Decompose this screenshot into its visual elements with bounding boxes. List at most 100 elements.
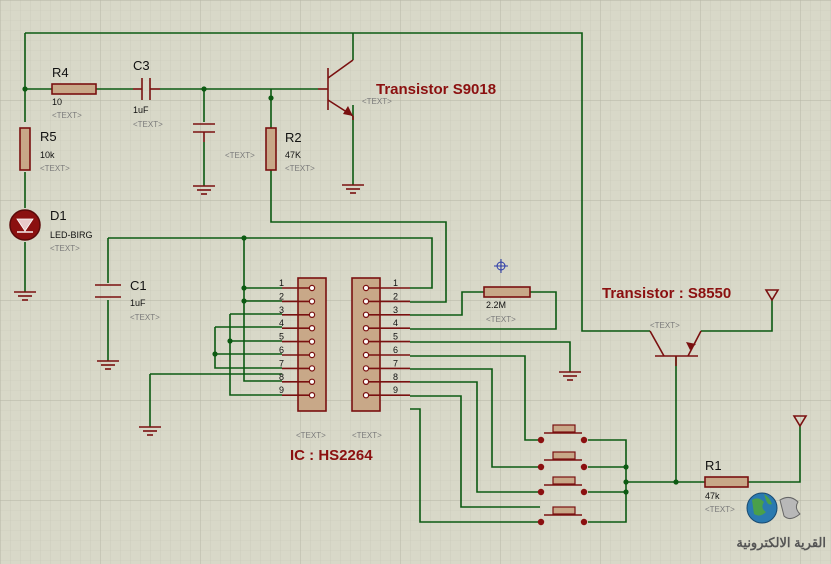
ic-left-pin-number: 2 bbox=[279, 291, 284, 301]
c3-ref: C3 bbox=[133, 58, 150, 73]
junctions bbox=[22, 86, 679, 495]
r5-value: 10k bbox=[40, 150, 55, 160]
ic-left-pin-terminal bbox=[308, 284, 316, 292]
ic-right-pin-number: 7 bbox=[393, 358, 398, 368]
switch-terminal bbox=[537, 488, 545, 496]
r1-value: 47k bbox=[705, 491, 720, 501]
r2-value: 47K bbox=[285, 150, 301, 160]
ic-left-pin-number: 6 bbox=[279, 345, 284, 355]
ic-right-pin-number: 4 bbox=[393, 318, 398, 328]
r4-value: 10 bbox=[52, 97, 62, 107]
ic-left-pin-terminal bbox=[308, 311, 316, 318]
r1-text-tag: <TEXT> bbox=[705, 505, 735, 514]
c3-value: 1uF bbox=[133, 105, 149, 115]
ic-right-pin-terminal bbox=[362, 351, 370, 359]
ic-right-pin-number: 6 bbox=[393, 345, 398, 355]
c1-text-tag: <TEXT> bbox=[130, 313, 160, 322]
push-switch[interactable] bbox=[537, 451, 588, 471]
ic-right-pin-terminal bbox=[362, 311, 370, 318]
c1-value: 1uF bbox=[130, 298, 146, 308]
d1-text-tag: <TEXT> bbox=[50, 244, 80, 253]
capacitor-c3[interactable]: C3 1uF <TEXT> bbox=[133, 58, 163, 129]
switch-terminal bbox=[537, 436, 545, 444]
r2m2-value: 2.2M bbox=[486, 300, 506, 310]
ic-right-text-tag: <TEXT> bbox=[352, 431, 382, 440]
s8550-text-tag: <TEXT> bbox=[650, 321, 680, 330]
ic-left-pin-number: 5 bbox=[279, 332, 284, 342]
ic-right-pin-terminal bbox=[362, 392, 370, 399]
r4-text-tag: <TEXT> bbox=[52, 111, 82, 120]
resistor-r5[interactable]: R5 10k <TEXT> bbox=[19, 127, 70, 173]
ic-left-pin-terminal bbox=[308, 365, 316, 372]
switch-button bbox=[552, 451, 576, 460]
switch-terminal bbox=[580, 518, 588, 526]
r1-ref: R1 bbox=[705, 458, 722, 473]
ic-left-pin-number: 3 bbox=[279, 305, 284, 315]
switch-terminal bbox=[580, 436, 588, 444]
power-terminals bbox=[764, 289, 808, 428]
switch-terminal bbox=[580, 463, 588, 471]
c1-ref: C1 bbox=[130, 278, 147, 293]
ic-left-pin-terminal bbox=[308, 351, 316, 359]
capacitor-bypass[interactable] bbox=[193, 123, 215, 142]
ic-right-pin-terminal bbox=[362, 338, 370, 345]
switch-button bbox=[552, 476, 576, 485]
ic-right-pin-number: 5 bbox=[393, 332, 398, 342]
label-transistor-s9018: Transistor S9018 bbox=[376, 81, 496, 98]
ic-left-pin-terminal bbox=[308, 392, 316, 399]
label-transistor-s8550: Transistor : S8550 bbox=[602, 285, 731, 302]
ic-right-pin-terminal bbox=[362, 365, 370, 372]
ic-left-pin-number: 9 bbox=[279, 385, 284, 395]
r5-ref: R5 bbox=[40, 129, 57, 144]
r2-text-tag: <TEXT> bbox=[285, 164, 315, 173]
ic-right-pin-terminal bbox=[362, 298, 370, 305]
r4-ref: R4 bbox=[52, 65, 69, 80]
push-switches[interactable] bbox=[537, 424, 588, 526]
ic-left-text-tag: <TEXT> bbox=[296, 431, 326, 440]
resistor-r4[interactable]: R4 10 <TEXT> bbox=[51, 65, 97, 120]
switch-terminal bbox=[580, 488, 588, 496]
push-switch[interactable] bbox=[537, 506, 588, 526]
ic-right-pin-number: 3 bbox=[393, 305, 398, 315]
ground-symbols bbox=[14, 184, 581, 436]
resistor-2m2[interactable]: 2.2M <TEXT> bbox=[483, 286, 531, 324]
led-d1[interactable]: D1 LED-BIRG <TEXT> bbox=[9, 208, 93, 253]
c3-text-tag: <TEXT> bbox=[133, 120, 163, 129]
transistor-s8550[interactable]: <TEXT> bbox=[649, 321, 702, 366]
ic-left-pin-terminal bbox=[308, 338, 316, 345]
ic-left-pin-number: 1 bbox=[279, 278, 284, 288]
ic-right-pin-terminal bbox=[362, 378, 370, 385]
crosshair-marker-icon bbox=[494, 259, 508, 273]
d1-value: LED-BIRG bbox=[50, 230, 93, 240]
ic-right-pin-number: 9 bbox=[393, 385, 398, 395]
ic-left-pin-number: 7 bbox=[279, 358, 284, 368]
ic-right-pin-number: 2 bbox=[393, 291, 398, 301]
resistor-r1[interactable]: R1 47k <TEXT> bbox=[704, 458, 749, 514]
d1-ref: D1 bbox=[50, 208, 67, 223]
switch-terminal bbox=[537, 463, 545, 471]
push-switch[interactable] bbox=[537, 424, 588, 444]
r5-text-tag: <TEXT> bbox=[40, 164, 70, 173]
r2m2-text-tag: <TEXT> bbox=[486, 315, 516, 324]
label-ic-hs2264: IC : HS2264 bbox=[290, 447, 373, 464]
ic-left-pin-terminal bbox=[308, 378, 316, 385]
switch-button bbox=[552, 424, 576, 433]
ic-left-pin-number: 4 bbox=[279, 318, 284, 328]
capacitor-c1[interactable]: C1 1uF <TEXT> bbox=[95, 278, 160, 322]
watermark-text: القرية الالكترونية bbox=[736, 535, 826, 551]
ic-right-pin-terminal bbox=[362, 325, 370, 332]
r2-ref: R2 bbox=[285, 130, 302, 145]
ic-left-pin-terminal bbox=[308, 325, 316, 332]
watermark-logo: القرية الالكترونية bbox=[736, 492, 826, 551]
switch-button bbox=[552, 506, 576, 515]
push-switch[interactable] bbox=[537, 476, 588, 496]
resistor-r2[interactable]: R2 47K <TEXT> <TEXT> bbox=[225, 127, 315, 173]
s9018-text-tag: <TEXT> bbox=[362, 97, 392, 106]
transistor-s9018[interactable]: <TEXT> bbox=[318, 59, 392, 120]
wires bbox=[24, 32, 801, 523]
